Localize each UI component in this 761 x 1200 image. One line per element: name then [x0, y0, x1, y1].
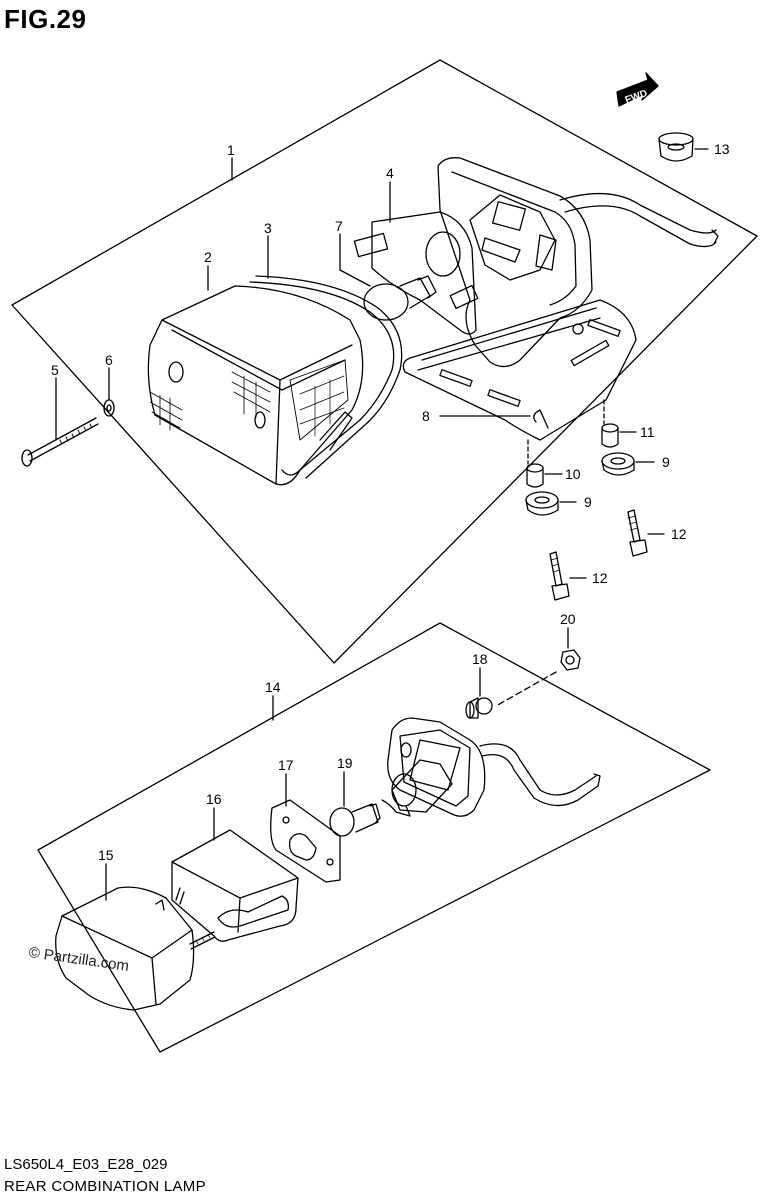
lens-2 — [147, 285, 364, 486]
assembly-1-frame — [11, 59, 758, 664]
callout-8: 8 — [422, 408, 430, 424]
callout-20: 20 — [560, 611, 576, 627]
callout-4: 4 — [386, 165, 394, 181]
bulb-7 — [363, 275, 437, 321]
collar-10 — [526, 463, 544, 488]
callout-7: 7 — [335, 218, 343, 234]
callout-17: 17 — [278, 757, 294, 773]
figure-caption: REAR COMBINATION LAMP — [4, 1178, 206, 1195]
callout-5: 5 — [51, 362, 59, 378]
bulb-19 — [329, 803, 381, 837]
callout-19: 19 — [337, 755, 353, 771]
screw-15 — [189, 931, 216, 950]
callout-6: 6 — [105, 352, 113, 368]
grommet-9-left — [525, 491, 559, 516]
callout-16: 16 — [206, 791, 222, 807]
lamp-base-4 — [437, 157, 719, 368]
bolt-12-left — [549, 551, 570, 601]
gasket-7 — [353, 211, 479, 335]
lens-ring-3 — [249, 275, 403, 479]
bracket-8 — [402, 299, 637, 441]
callout-15: 15 — [98, 847, 114, 863]
callout-13: 13 — [714, 141, 730, 157]
callout-10: 10 — [565, 466, 581, 482]
assembly-14-frame — [37, 622, 711, 1053]
figure-title: FIG.29 — [4, 4, 87, 34]
callout-18: 18 — [472, 651, 488, 667]
license-lamp-housing — [387, 717, 601, 817]
callout-11: 11 — [640, 424, 655, 440]
lens-cover-15 — [55, 886, 195, 1011]
callout-3: 3 — [264, 220, 272, 236]
callout-12-left: 12 — [592, 570, 608, 586]
collar-11 — [601, 423, 619, 448]
callout-1: 1 — [227, 142, 235, 158]
figure-code: LS650L4_E03_E28_029 — [4, 1156, 168, 1173]
bolt-12-right — [627, 509, 648, 557]
callout-9-right: 9 — [662, 454, 670, 470]
nut-20 — [560, 649, 581, 671]
callout-12-right: 12 — [671, 526, 687, 542]
grommet-9-right — [601, 452, 635, 476]
grommet-13 — [658, 132, 694, 162]
callout-14: 14 — [265, 679, 281, 695]
callout-9-left: 9 — [584, 494, 592, 510]
callout-2: 2 — [204, 249, 212, 265]
lens-body-16 — [171, 829, 299, 942]
fwd-arrow-icon — [616, 72, 659, 107]
cap-18 — [465, 697, 493, 719]
gasket-17 — [270, 799, 341, 883]
bulb-socket — [381, 759, 453, 817]
screw-5 — [21, 417, 99, 467]
